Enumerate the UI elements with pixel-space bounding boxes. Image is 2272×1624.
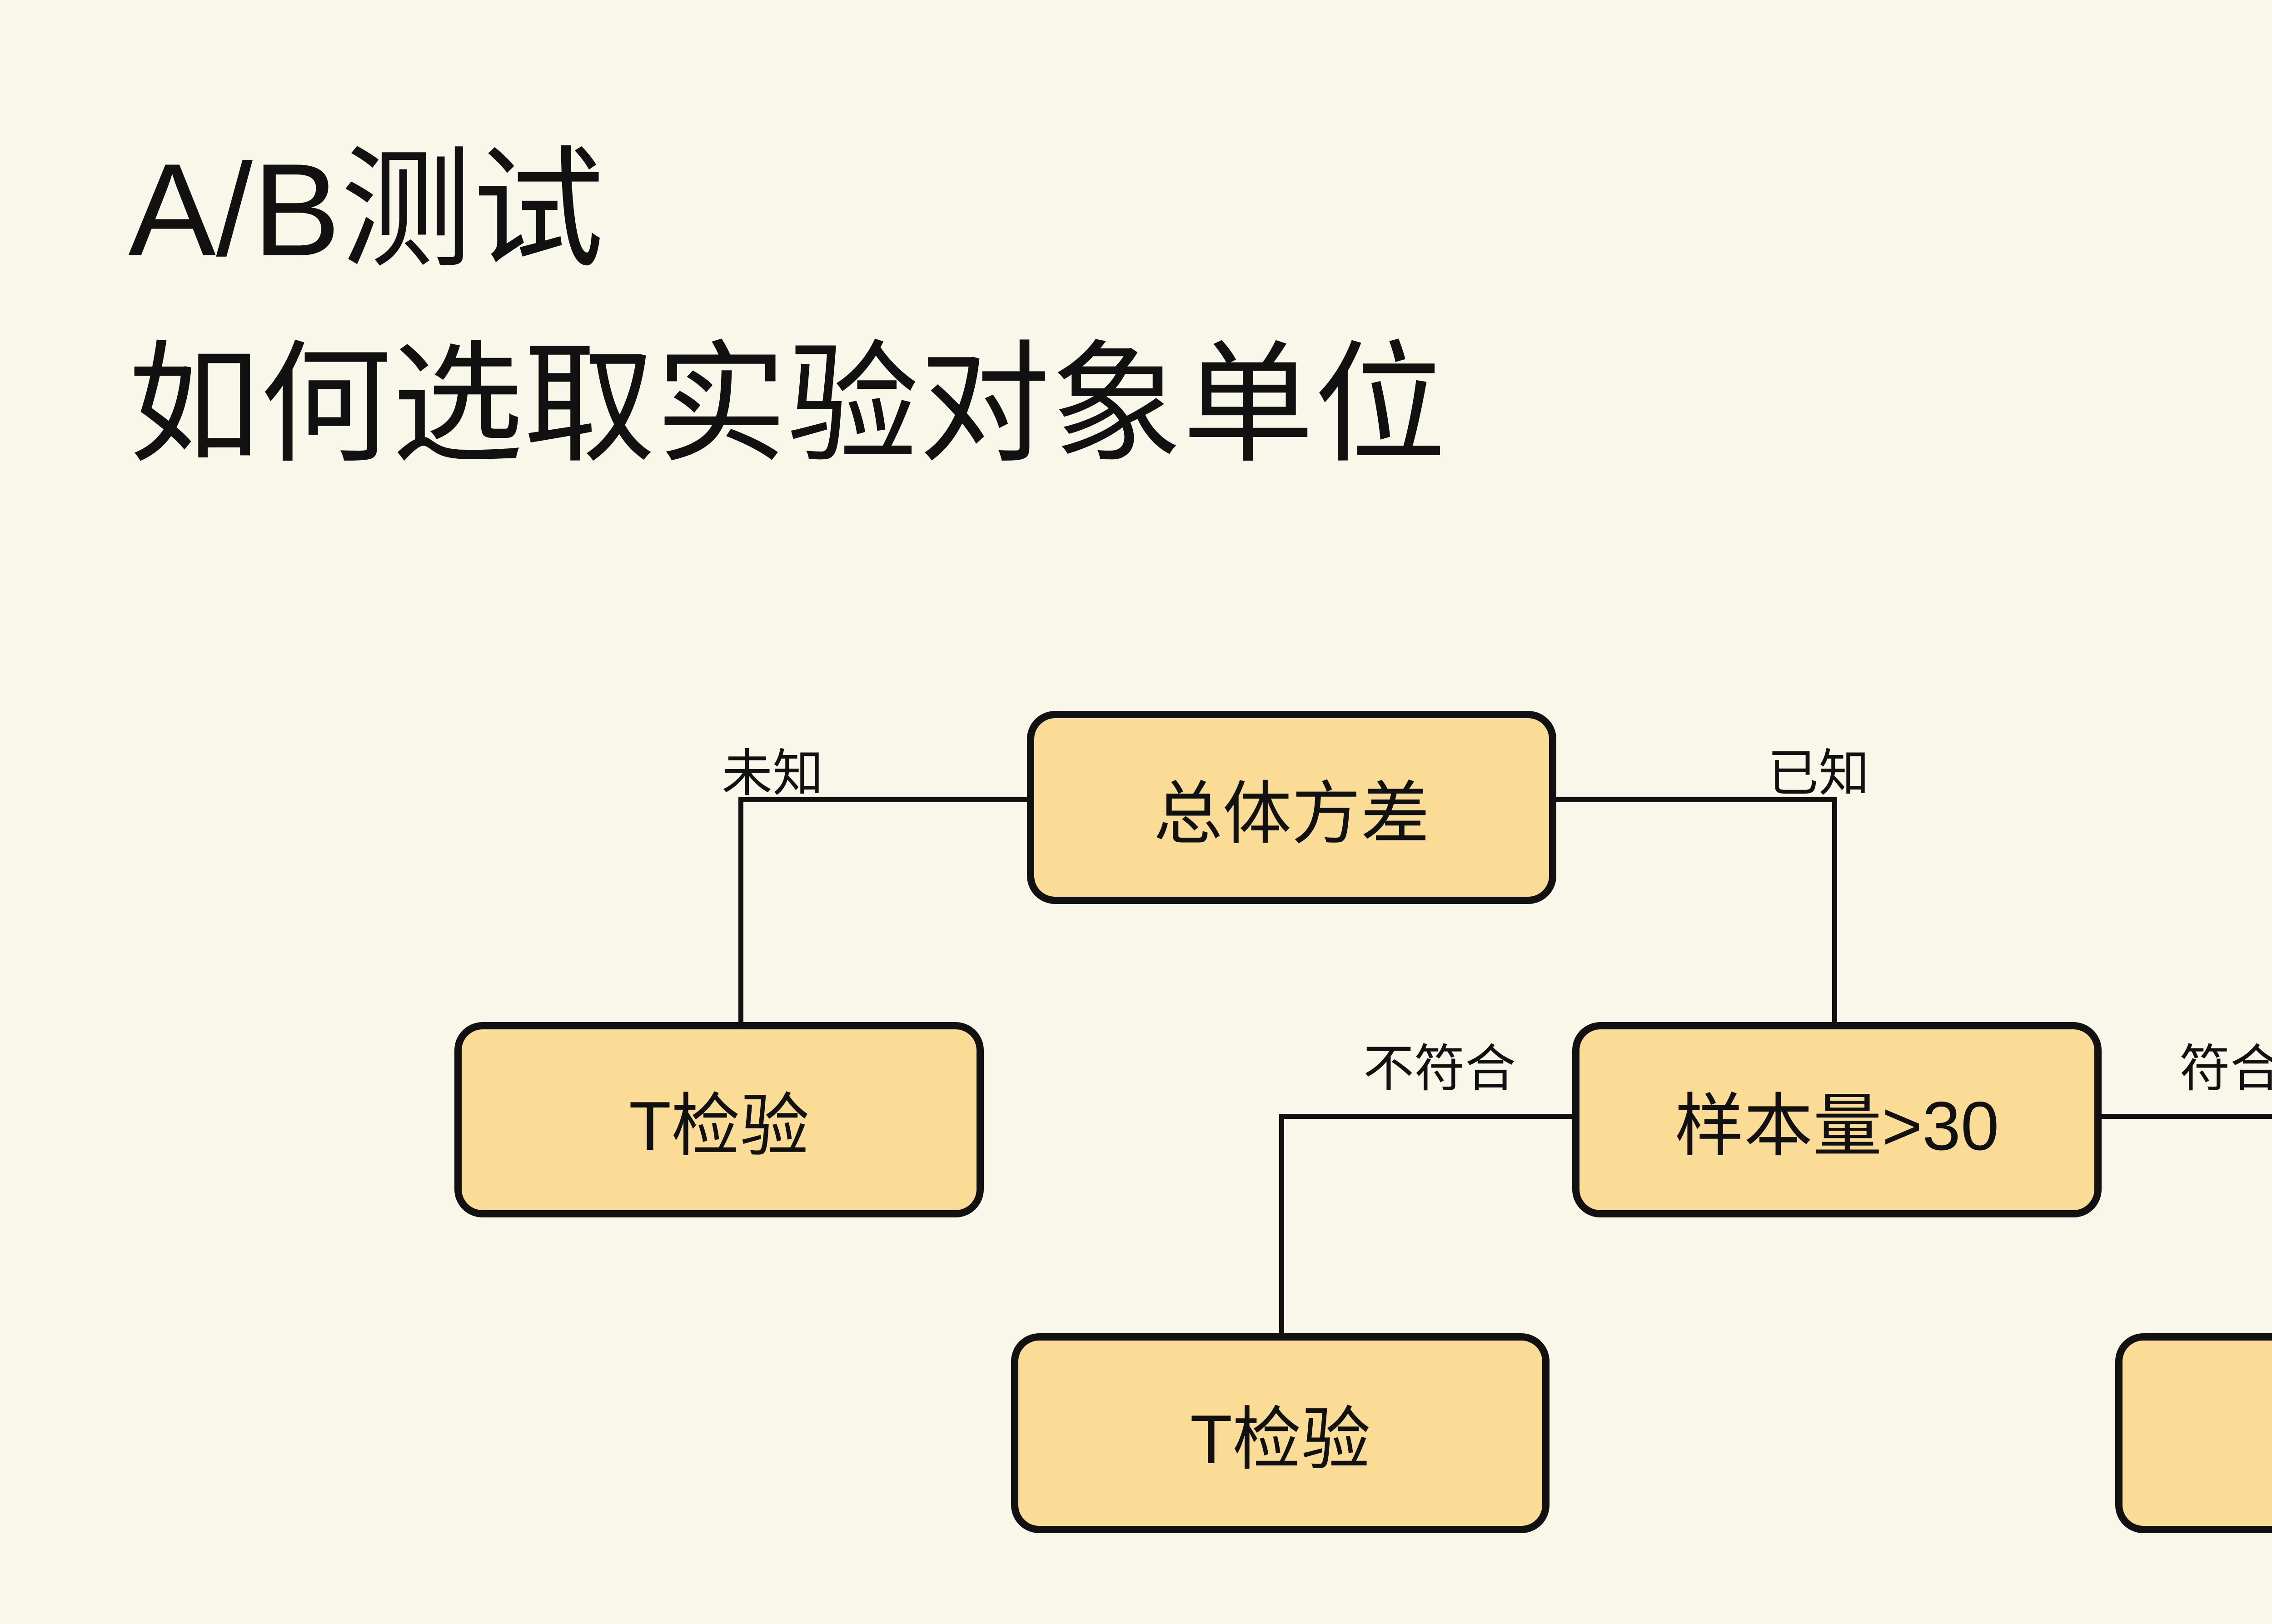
node-population-variance-label: 总体方差 bbox=[1153, 775, 1430, 853]
connector-met-horizontal bbox=[2097, 1114, 2272, 1119]
node-sample-size-gt-30-label: 样本量>30 bbox=[1674, 1088, 1999, 1165]
node-t-test-variance-unknown: T检验 bbox=[454, 1022, 984, 1217]
edge-label-met: 符合 bbox=[2179, 1040, 2272, 1097]
page-title: A/B测试 如何选取实验对象单位 bbox=[128, 113, 1446, 502]
connector-not-met-vertical bbox=[1279, 1114, 1284, 1339]
title-line-2: 如何选取实验对象单位 bbox=[128, 331, 1446, 479]
node-t-test-variance-unknown-label: T检验 bbox=[629, 1088, 809, 1165]
connector-not-met-horizontal bbox=[1279, 1114, 1577, 1119]
connector-unknown-vertical bbox=[738, 797, 743, 1027]
node-z-test: Z检验 bbox=[2115, 1333, 2272, 1533]
node-population-variance: 总体方差 bbox=[1027, 711, 1556, 904]
node-t-test-small-sample-label: T检验 bbox=[1190, 1401, 1370, 1478]
connector-known-horizontal bbox=[1552, 797, 1836, 802]
node-t-test-small-sample: T检验 bbox=[1011, 1333, 1550, 1533]
connector-unknown-horizontal bbox=[738, 797, 1031, 802]
connector-known-vertical bbox=[1832, 797, 1837, 1027]
title-line-1: A/B测试 bbox=[128, 136, 604, 283]
edge-label-not-met: 不符合 bbox=[1363, 1040, 1516, 1097]
node-sample-size-gt-30: 样本量>30 bbox=[1572, 1022, 2102, 1217]
edge-label-unknown: 未知 bbox=[722, 745, 823, 802]
edge-label-known: 已知 bbox=[1768, 745, 1869, 802]
